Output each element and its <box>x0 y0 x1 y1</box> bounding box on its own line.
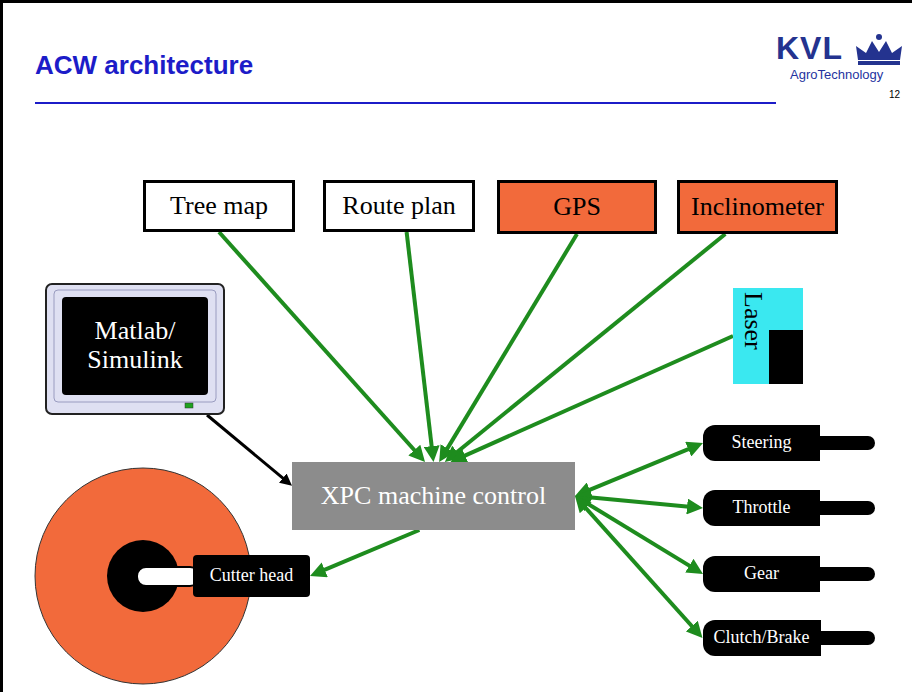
monitor-bevel <box>54 290 216 402</box>
actuator-rod <box>861 436 875 450</box>
node-text: Cutter head <box>210 566 293 586</box>
node-text: Throttle <box>733 498 791 518</box>
node-text: Inclinometer <box>691 193 824 222</box>
actuator-rod <box>816 436 868 450</box>
monitor-frame <box>46 284 224 414</box>
actuator-box: Throttle <box>703 490 820 526</box>
node-text: Gear <box>744 564 779 584</box>
sensor-box: Inclinometer <box>677 180 838 234</box>
monitor-screen-area: Matlab/ Simulink <box>62 297 208 395</box>
title-rule <box>35 102 776 104</box>
arrow-connector <box>579 500 698 633</box>
node-text: Steering <box>732 433 792 453</box>
actuator-rod <box>816 567 868 581</box>
node-text: GPS <box>553 193 601 222</box>
arrow-connector <box>207 415 287 482</box>
computer-monitor: Matlab/ Simulink <box>45 283 225 415</box>
arrow-connector <box>580 499 698 571</box>
laser-scanner: Laser <box>733 288 803 384</box>
slide-title: ACW architecture <box>35 50 253 81</box>
actuator-box: Steering <box>703 425 820 461</box>
node-text: Tree map <box>170 192 268 221</box>
arrow-connector <box>581 497 697 508</box>
logo-text: KVL <box>776 32 843 64</box>
node-text: Clutch/Brake <box>714 628 810 648</box>
node-text: Laser <box>738 292 767 350</box>
controller-box: XPC machine control <box>292 462 575 530</box>
actuator-rod <box>816 436 875 645</box>
laser-window <box>769 330 803 384</box>
power-led <box>185 403 193 408</box>
crown-icon <box>876 34 882 40</box>
slide-border <box>0 0 3 692</box>
arrow-connector <box>442 234 577 457</box>
arrow-connector <box>316 530 420 574</box>
actuator-rod <box>816 631 868 645</box>
actuator-rod <box>861 567 875 581</box>
arrow-connector <box>456 336 733 460</box>
sensor-box: GPS <box>497 180 657 234</box>
actuator-rod <box>861 631 875 645</box>
crown-icon <box>856 41 902 60</box>
actuator-rod <box>861 501 875 515</box>
actuator-box: Cutter head <box>193 555 310 597</box>
arrow-connector <box>407 232 433 456</box>
actuator-box: Clutch/Brake <box>703 620 821 656</box>
actuator-rod <box>816 501 868 515</box>
monitor-screen <box>62 297 208 395</box>
input-box: Tree map <box>143 180 295 232</box>
actuator-box: Gear <box>703 556 820 592</box>
crown-icon <box>858 61 900 65</box>
slide-border <box>0 0 912 3</box>
node-text: XPC machine control <box>321 482 546 511</box>
node-text: Matlab/ Simulink <box>70 317 200 374</box>
node-text: Route plan <box>342 192 455 221</box>
input-box: Route plan <box>323 180 475 232</box>
arrow-connector <box>219 232 421 458</box>
logo-subtitle: AgroTechnology <box>790 68 883 81</box>
arrow-connector <box>581 445 698 493</box>
cutter-shaft <box>137 567 199 586</box>
crown-icon <box>856 34 902 65</box>
arrow-connector <box>449 234 725 458</box>
page-number: 12 <box>889 90 900 100</box>
